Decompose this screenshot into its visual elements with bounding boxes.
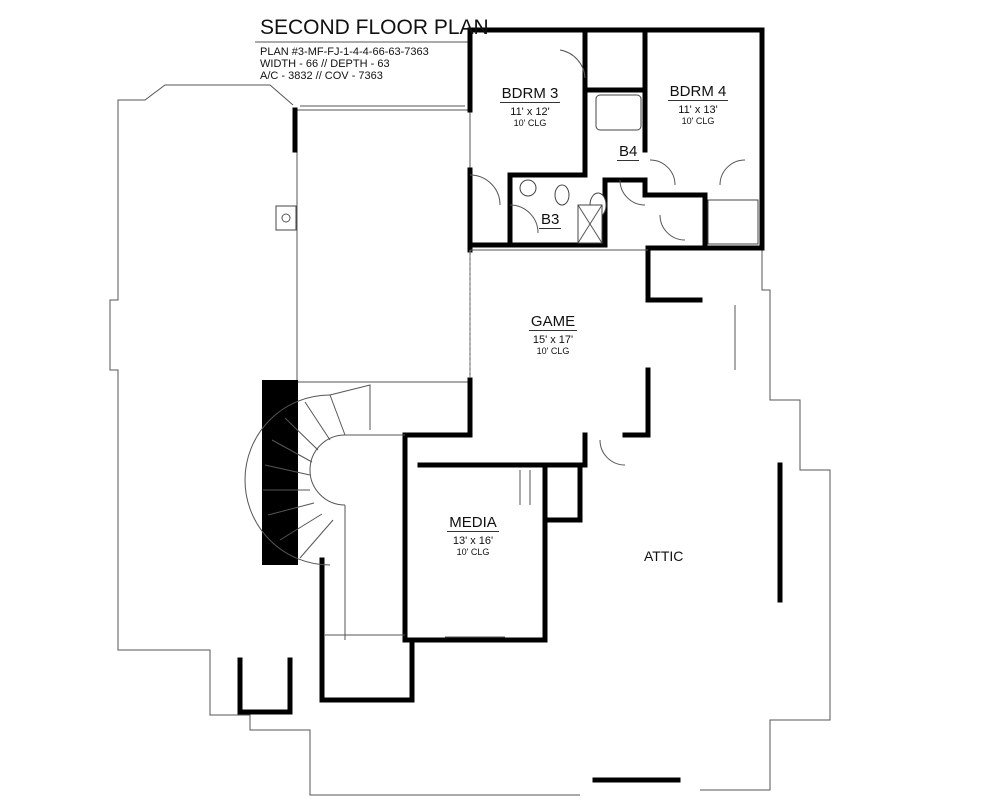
chimney [275, 205, 297, 231]
roof-outline-left [109, 84, 580, 796]
room-ceiling: 10' CLG [536, 346, 570, 356]
bath-b4: B4 [617, 143, 640, 161]
plan-info: PLAN #3-MF-FJ-1-4-4-66-63-7363 WIDTH - 6… [260, 46, 429, 82]
room-bdrm-3: BDRM 3 11' x 12' 10' CLG [495, 85, 565, 128]
room-bdrm-4: BDRM 4 11' x 13' 10' CLG [663, 83, 733, 126]
room-media: MEDIA 13' x 16' 10' CLG [438, 514, 508, 557]
room-name: BDRM 3 [499, 85, 561, 103]
interior-walls [417, 27, 708, 468]
room-name: GAME [528, 313, 578, 331]
sink [519, 179, 537, 197]
roof-outline-right [700, 248, 831, 791]
open-to-below [296, 109, 471, 383]
toilet [554, 184, 570, 206]
room-size: 15' x 17' [532, 334, 574, 346]
bath-fixtures [519, 94, 759, 245]
plan-title: SECOND FLOOR PLAN [260, 16, 489, 39]
room-name: BDRM 4 [667, 83, 729, 101]
room-ceiling: 10' CLG [456, 547, 490, 557]
plan-dimensions: WIDTH - 66 // DEPTH - 63 [260, 58, 390, 70]
closet [707, 199, 759, 245]
chimney-flue [281, 213, 291, 223]
room-size: 13' x 16' [452, 535, 494, 547]
plan-number: PLAN #3-MF-FJ-1-4-4-66-63-7363 [260, 46, 429, 58]
bath-label: B4 [617, 143, 640, 161]
bath-label: B3 [539, 211, 562, 229]
room-size: 11' x 13' [678, 104, 718, 116]
spiral-stair [244, 384, 405, 640]
room-name: MEDIA [447, 514, 499, 532]
bathtub [595, 94, 642, 131]
room-ceiling: 10' CLG [513, 118, 547, 128]
room-game: GAME 15' x 17' 10' CLG [518, 313, 588, 356]
exterior-walls [237, 27, 783, 783]
attic-label: ATTIC [644, 548, 684, 564]
bath-b3: B3 [539, 211, 562, 229]
doors [469, 49, 746, 505]
plan-area: A/C - 3832 // COV - 7363 [260, 70, 383, 82]
room-ceiling: 10' CLG [681, 116, 715, 126]
room-size: 11' x 12' [510, 106, 550, 118]
